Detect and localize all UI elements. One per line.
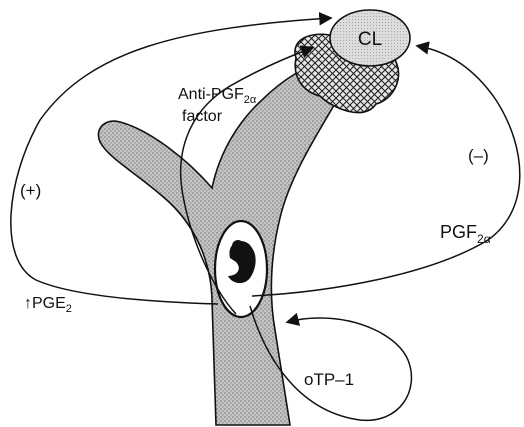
plus-label: (+) — [20, 181, 41, 200]
otp1-label: oTP–1 — [304, 370, 354, 389]
pge2-label: ↑PGE2 — [24, 295, 72, 315]
embryo-head — [232, 240, 244, 252]
anti-pgf2a-label: Anti-PGF2α — [178, 86, 257, 106]
minus-label: (–) — [468, 146, 489, 165]
factor-label: factor — [182, 108, 223, 125]
pgf2a-label: PGF2α — [440, 222, 491, 246]
cl-label: CL — [358, 29, 382, 50]
